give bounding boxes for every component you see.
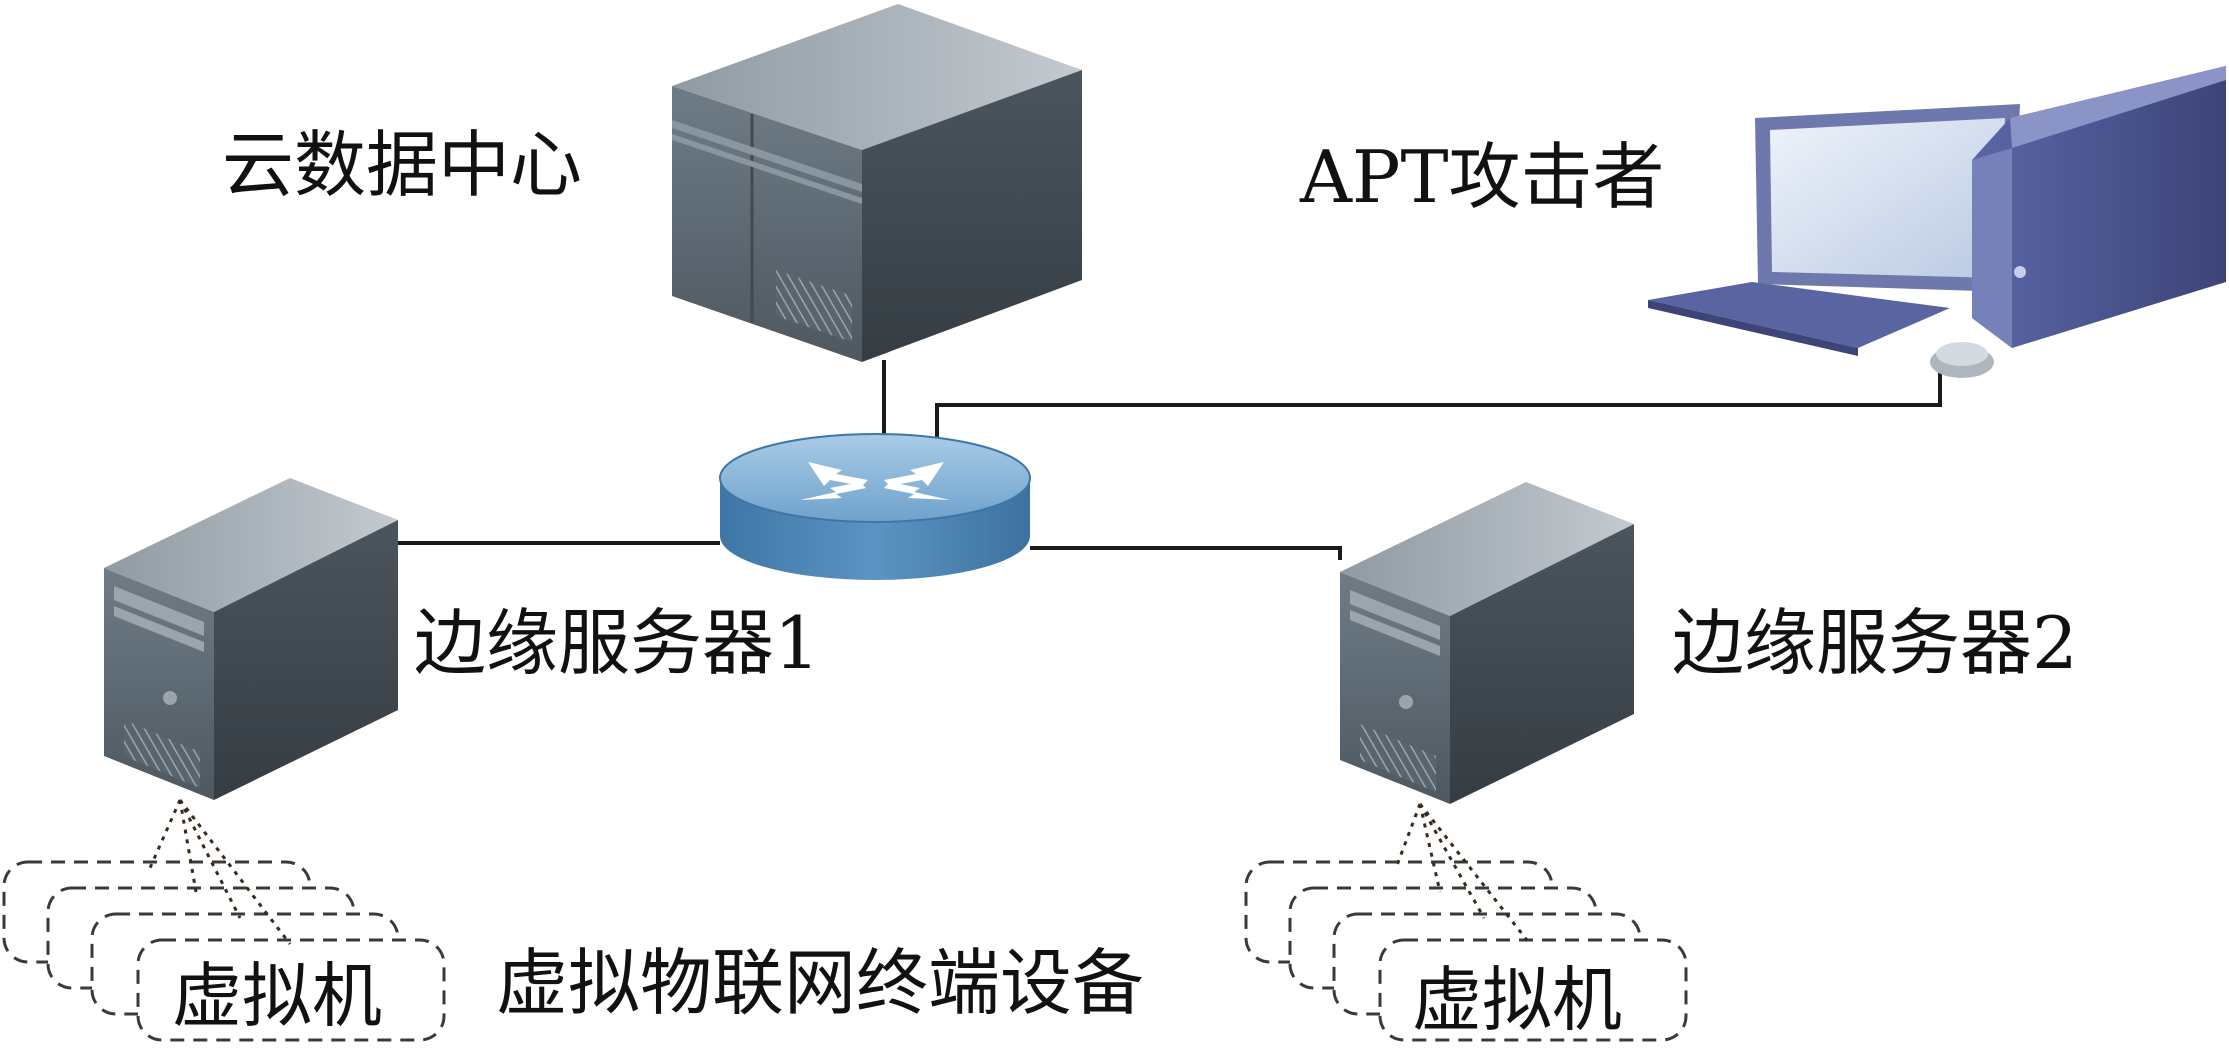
vm-connectors-left xyxy=(148,799,292,945)
link-router-edge2 xyxy=(1030,546,1342,560)
label-edge-server-2: 边缘服务器2 xyxy=(1672,601,2078,685)
vm-label-left: 虚拟机 xyxy=(172,955,382,1037)
vm-box xyxy=(1378,938,1688,1042)
tower-server-icon xyxy=(104,478,398,800)
vm-stack-right: 虚拟机 xyxy=(1244,803,1688,1042)
link-router-attacker xyxy=(935,365,1942,440)
vm-stack-left: 虚拟机 xyxy=(2,799,446,1042)
datacenter-server-icon xyxy=(672,4,1082,362)
vm-connectors-right xyxy=(1394,803,1532,945)
desktop-computer-icon xyxy=(1648,66,2226,378)
network-links xyxy=(398,360,1942,560)
label-edge-server-1: 边缘服务器1 xyxy=(414,601,820,685)
vm-label-right: 虚拟机 xyxy=(1412,959,1622,1041)
vm-box xyxy=(136,938,446,1042)
router-icon xyxy=(719,433,1031,580)
label-cloud-datacenter: 云数据中心 xyxy=(222,123,582,207)
label-apt-attacker: APT攻击者 xyxy=(1299,135,1664,219)
tower-server-icon xyxy=(1340,482,1634,804)
label-virtual-iot-devices: 虚拟物联网终端设备 xyxy=(496,941,1144,1025)
